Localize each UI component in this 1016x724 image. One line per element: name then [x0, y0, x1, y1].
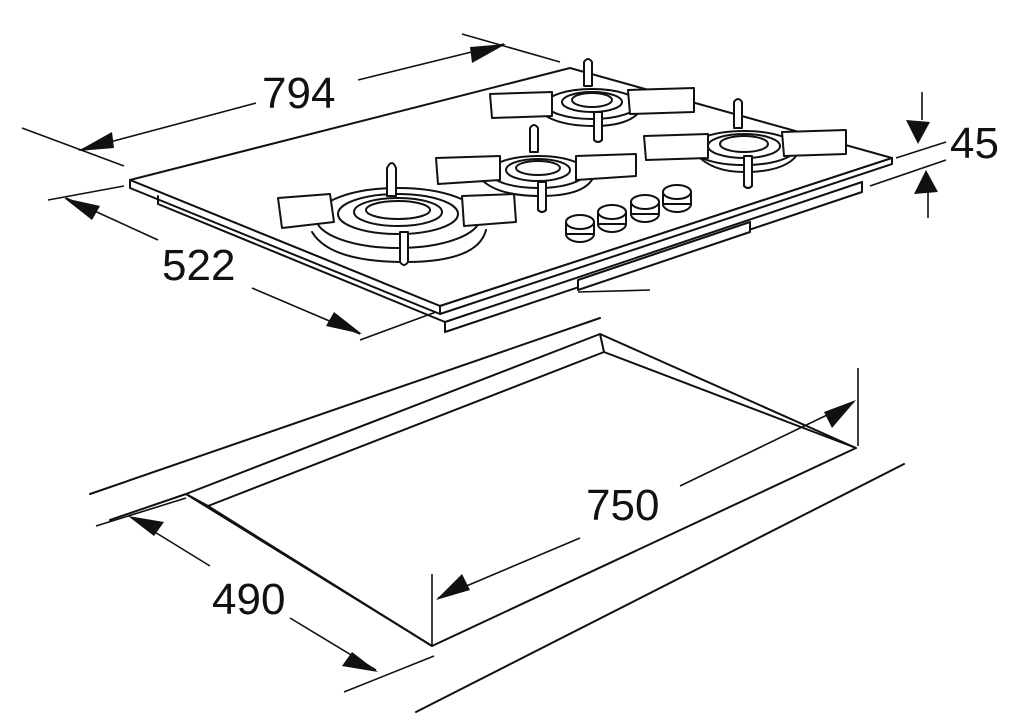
- dim-cutout-depth-490: 490: [95, 497, 435, 693]
- dim-depth-522: 522: [47, 185, 437, 341]
- knob-1: [565, 214, 595, 243]
- dim-cutout-width-750: 750: [431, 368, 859, 646]
- dim-height-45: 45: [869, 92, 999, 218]
- burner-medium-rear: [489, 58, 695, 143]
- hob-front-trim: [577, 221, 751, 291]
- burner-wok: [277, 162, 517, 266]
- worktop-cutout: [89, 317, 905, 713]
- label-cutout-width: 750: [586, 481, 659, 530]
- dim-width-794: 794: [21, 33, 561, 167]
- knob-2: [597, 204, 627, 233]
- label-width: 794: [262, 69, 335, 118]
- burner-large-rear: [643, 98, 847, 189]
- knob-4: [662, 184, 692, 213]
- cutout-opening: [185, 333, 857, 647]
- knob-3: [630, 194, 660, 223]
- burner-medium-centre: [435, 124, 637, 213]
- label-depth: 522: [162, 241, 235, 290]
- label-cutout-depth: 490: [212, 575, 285, 624]
- control-knobs: [565, 184, 692, 243]
- hob: [129, 58, 893, 333]
- label-height: 45: [950, 119, 999, 168]
- hob-body: [157, 181, 863, 333]
